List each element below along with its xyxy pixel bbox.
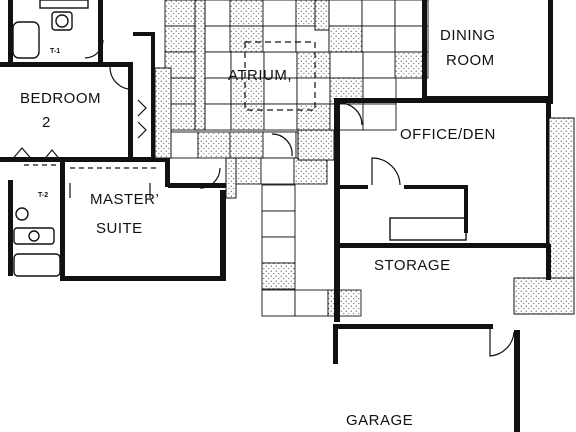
paver-tile [263, 103, 298, 131]
bedroom-2-room [0, 62, 160, 169]
paver-tile [296, 51, 331, 79]
storage-label: STORAGE [374, 257, 451, 274]
atrium-door [271, 133, 293, 157]
master-suite-room [60, 157, 226, 281]
paver-tile [263, 77, 298, 105]
master-suite-label-1: MASTER’ [90, 191, 159, 208]
paver-tile [229, 25, 264, 53]
paver-tile [328, 25, 363, 53]
bedroom-2-label-1: BEDROOM [20, 90, 101, 107]
paver-tile [293, 157, 328, 185]
bath-t1-tag: T-1 [50, 48, 60, 55]
paver-tile [362, 51, 397, 79]
paver-tile [261, 289, 296, 317]
masonry-wall [194, 0, 206, 131]
paver-tile [296, 103, 331, 131]
dining-room-label-1: DINING [440, 27, 496, 44]
office-den-label: OFFICE/DEN [400, 126, 496, 143]
paver-tile [327, 289, 362, 317]
masonry-wall [314, 0, 330, 31]
paver-tile [230, 103, 265, 131]
paver-tile [260, 157, 295, 185]
paver-tile [263, 51, 298, 79]
bath-t2 [8, 180, 61, 277]
bedroom-2-label-2: 2 [42, 114, 51, 131]
paver-tile [261, 210, 296, 238]
masonry-wall [225, 157, 237, 199]
paver-tile [262, 25, 297, 53]
bath-t2-tag: T-2 [38, 192, 48, 199]
paver-tile [296, 77, 331, 105]
bath-t1 [8, 0, 104, 62]
paver-tile [361, 0, 396, 27]
paver-tile [261, 236, 296, 264]
paver-tile [230, 77, 265, 105]
garage-label: GARAGE [346, 412, 413, 429]
paver-tile [262, 0, 297, 27]
dining-room-label-2: ROOM [446, 52, 495, 69]
paver-tile [164, 25, 199, 53]
paver-tile [328, 0, 363, 27]
paver-tile [164, 0, 199, 27]
paver-tile [329, 51, 364, 79]
paver-tile [261, 184, 296, 212]
office-den-room [334, 98, 575, 322]
paver-tile [229, 0, 264, 27]
garage-room [333, 324, 520, 432]
storage-room [340, 244, 551, 280]
paver-tile [197, 131, 232, 159]
paver-tile [294, 289, 329, 317]
paver-tile [261, 262, 296, 290]
atrium-label: ATRIUM, [228, 67, 292, 84]
master-suite-label-2: SUITE [96, 220, 143, 237]
closet-partitions [133, 32, 172, 160]
paver-tile [361, 25, 396, 53]
paver-tile [362, 103, 397, 131]
atrium-outline [244, 41, 316, 111]
masonry-wall [297, 129, 335, 161]
paver-tile [229, 131, 264, 159]
